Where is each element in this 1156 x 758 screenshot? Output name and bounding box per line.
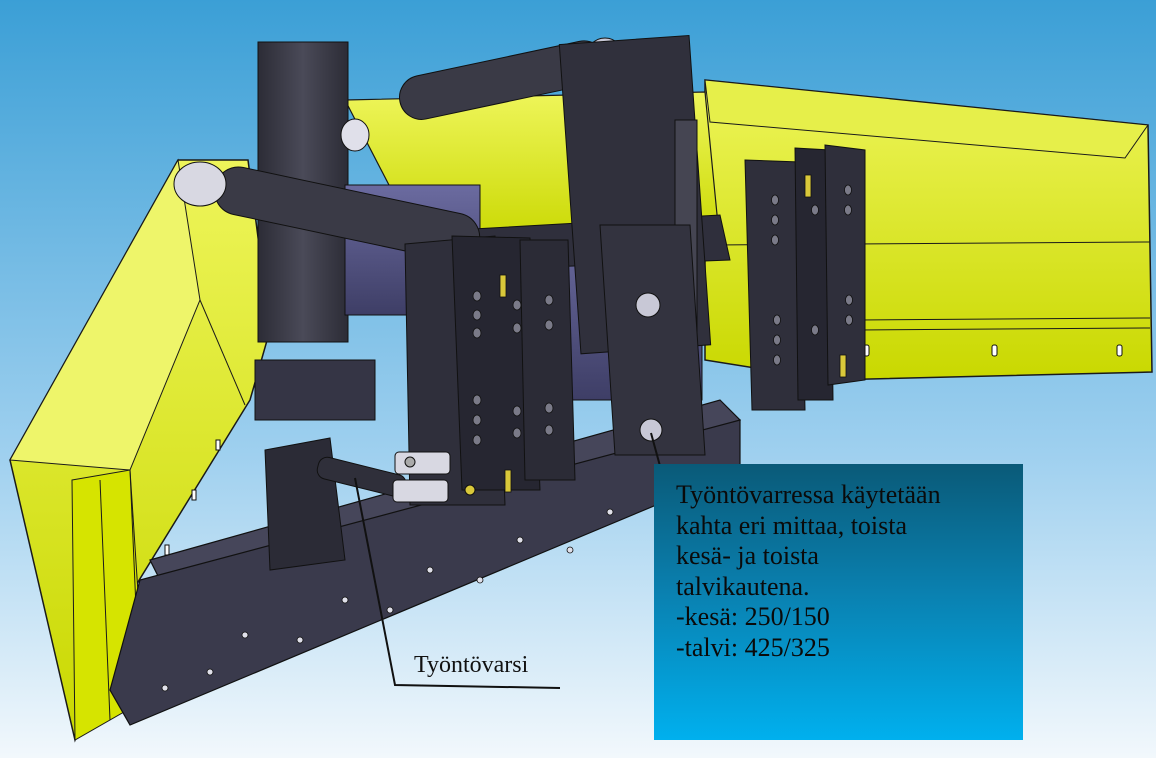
dimension-note-callout: Työntövarressa käytetään kahta eri mitta… <box>654 464 1023 740</box>
push-rod <box>264 437 476 571</box>
callout-line: kesä- ja toista <box>676 541 819 570</box>
callout-line: Työntövarressa käytetään <box>676 480 941 509</box>
push-rod-leader-line <box>354 477 561 689</box>
left-blade-wing <box>9 158 271 743</box>
winter-dimension: -talvi: 425/325 <box>676 632 830 662</box>
hydraulic-cylinders <box>173 34 712 355</box>
center-mounting-plate <box>599 224 706 456</box>
push-rod-label: Työntövarsi <box>414 652 529 678</box>
callout-line: kahta eri mittaa, toista <box>676 510 908 540</box>
summer-dimension: -kesä: 250/150 <box>676 602 830 631</box>
right-mounting-plates <box>499 144 866 493</box>
left-mounting-plates <box>404 235 576 506</box>
callout-leader-line <box>650 432 661 467</box>
callout-line: talvikautena. <box>676 571 810 601</box>
